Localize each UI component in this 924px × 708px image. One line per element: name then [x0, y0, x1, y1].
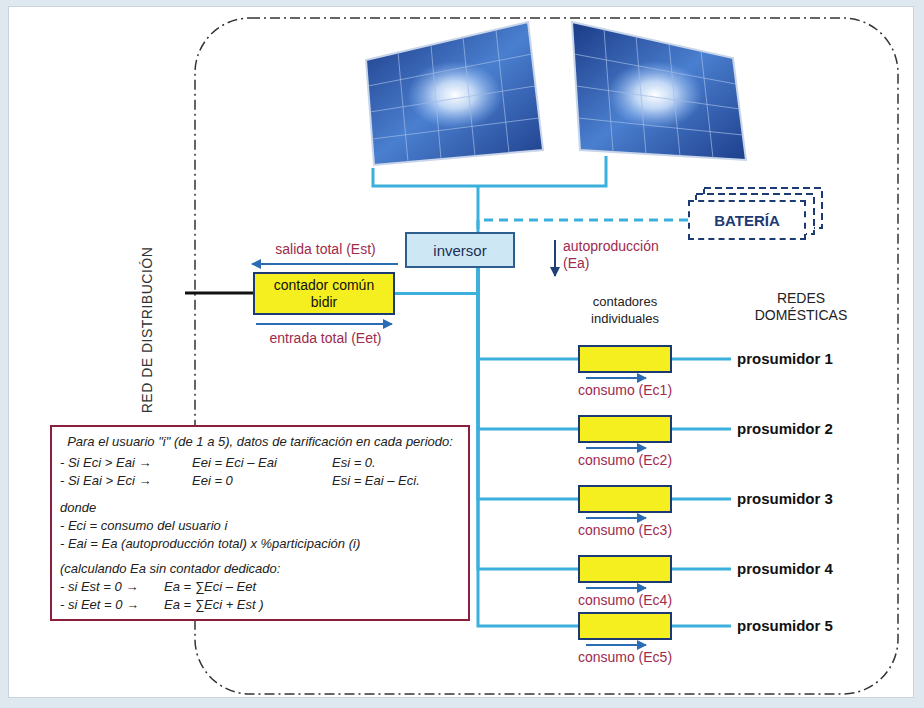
note-text: - si Est = 0 →: [60, 578, 138, 595]
panel-surface: [366, 22, 543, 165]
grid-line: [574, 54, 736, 84]
grid-line: [604, 29, 613, 152]
grid-line: [398, 52, 408, 162]
grid-line: [669, 44, 680, 156]
grid-line: [370, 86, 535, 112]
note-text: - Eai = Ea (autoproducción total) x %par…: [60, 535, 360, 552]
grid-line: [578, 118, 743, 135]
note-text: Eei = 0: [192, 472, 233, 489]
panel-grid: [368, 30, 539, 162]
flow-arrow: [252, 263, 398, 265]
meter-box: consumo (Ec5): [578, 612, 672, 640]
grid-line: [576, 86, 740, 109]
grid-line: [636, 36, 646, 154]
panel-wire: [373, 156, 606, 186]
box-text: inversor: [433, 242, 486, 259]
home-wire: [672, 568, 731, 571]
note-box: Para el usuario "i" (de 1 a 5), datos de…: [50, 425, 470, 621]
panel-grid: [574, 29, 743, 158]
battery-box: BATERÍA: [688, 200, 806, 240]
flow-arrow: [586, 447, 646, 449]
solar-panel: [572, 22, 746, 160]
grid-line: [496, 30, 509, 153]
wire-connector: [478, 268, 578, 499]
wire-connector: [395, 268, 478, 294]
meter-caption: consumo (Ec3): [578, 522, 672, 538]
note-text: Esi = 0.: [332, 454, 376, 471]
meter-caption: consumo (Ec2): [578, 452, 672, 468]
panel-surface: [572, 22, 746, 160]
flow-arrow: [586, 644, 646, 646]
column-heading: contadores individuales: [572, 293, 678, 327]
flow-arrow: [586, 517, 646, 519]
column-heading: REDES DOMÉSTICAS: [745, 290, 857, 324]
grid-line: [463, 37, 475, 156]
prosumer-label: prosumidor 1: [737, 350, 833, 368]
note-text: - Eci = consumo del usuario i: [60, 517, 227, 534]
note-text: - si Eet = 0 →: [60, 596, 139, 613]
grid-line-wire: [185, 292, 253, 295]
flow-label: autoproducción (Ea): [563, 238, 675, 272]
home-wire: [672, 428, 731, 431]
grid-label: RED DE DISTRIBUCIÓN: [139, 247, 156, 414]
note-text: Eei = Eci – Eai: [192, 454, 277, 471]
grid-line: [368, 54, 532, 86]
prosumer-label: prosumidor 5: [737, 617, 833, 635]
meter-box: consumo (Ec4): [578, 555, 672, 583]
prosumer-label: prosumidor 2: [737, 420, 833, 438]
home-wire: [672, 625, 731, 628]
note-text: donde: [60, 499, 96, 516]
meter-caption: consumo (Ec4): [578, 592, 672, 608]
home-wire: [672, 498, 731, 501]
meter-box: consumo (Ec3): [578, 485, 672, 513]
inverter-box: inversor: [405, 232, 515, 268]
home-wire: [672, 358, 731, 361]
flow-label: salida total (Est): [253, 241, 398, 258]
home-wire: [672, 359, 731, 626]
note-text: Ea = ∑Eci + Est ): [164, 596, 264, 613]
wire-connector: [478, 268, 578, 569]
note-text: (calculando Ea sin contador dedicado:: [60, 560, 280, 577]
sun-glare: [607, 61, 703, 129]
grid-line: [372, 118, 539, 139]
prosumer-label: prosumidor 3: [737, 490, 833, 508]
solar-panel: [366, 22, 543, 165]
grid-line: [431, 45, 441, 159]
flow-arrow: [554, 240, 556, 276]
sun-glare: [407, 61, 503, 129]
flow-arrow: [586, 587, 646, 589]
flow-arrow: [586, 377, 646, 379]
note-text: - Si Eai > Eci →: [60, 472, 151, 489]
flow-arrow: [256, 323, 392, 325]
wire-connector: [478, 220, 688, 232]
note-text: Ea = ∑Eci – Eet: [164, 578, 256, 595]
meter-caption: consumo (Ec1): [578, 382, 672, 398]
box-text: BATERÍA: [714, 212, 780, 229]
note-text: Esi = Eai – Eci.: [332, 472, 420, 489]
meter-caption: consumo (Ec5): [578, 649, 672, 665]
note-text: - Si Eci > Eai →: [60, 454, 151, 471]
wire-connector: [478, 268, 578, 626]
wire-connector: [478, 268, 578, 359]
meter-box: contador común bidir: [253, 272, 395, 315]
prosumer-label: prosumidor 4: [737, 560, 833, 578]
meter-box: consumo (Ec1): [578, 345, 672, 373]
note-text: Para el usuario "i" (de 1 a 5), datos de…: [60, 433, 460, 450]
meter-box: consumo (Ec2): [578, 415, 672, 443]
wire-connector: [478, 268, 578, 429]
grid-line: [701, 51, 713, 158]
flow-label: entrada total (Eet): [253, 330, 398, 347]
box-text: contador común bidir: [263, 277, 385, 311]
